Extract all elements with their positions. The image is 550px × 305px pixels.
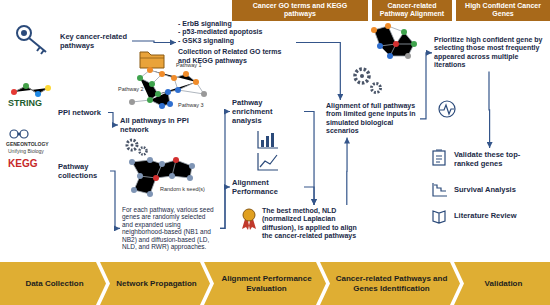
node-text: Network Propagation [116,279,196,288]
node-text: Pathway collections [58,162,108,180]
stage-chevron: Validation [454,262,550,305]
result-text: The best method, NLD (normalized Laplaci… [238,205,366,243]
validation-item: Literature Review [452,209,546,222]
chevron-fill [204,262,326,305]
pathway-tag: Pathway 3 [178,102,204,108]
clipboard-icon [433,150,445,165]
node-text: - p53-mediated apoptosis [178,28,294,36]
node-text: Cancer GO terms and KEGG pathways [236,2,364,19]
stage-chevron: Cancer-related Pathways and Genes Identi… [320,262,460,305]
pathway-tag: Pathway 2 [118,86,144,92]
award-icon [242,209,256,230]
node-text: PPI network [58,108,106,117]
node-text: Alignment Performance Evaluation [219,274,314,292]
folder-icon [140,52,164,68]
aligned-network [371,23,417,59]
flow-arrow [108,113,118,126]
node-text: Data Collection [25,279,83,288]
node-text: Cancer-related Pathways and Genes Identi… [335,274,448,292]
phase-header: High Confident Cancer Genes [456,0,550,21]
phase-header: Cancer-related Pathway Alignment [372,0,452,21]
node-text: Validation [485,279,523,288]
logo-subtext: Unifying Biology [8,149,44,155]
flow-arrow [304,187,314,205]
flow-arrow [346,138,347,205]
logo-text: STRING [8,99,42,109]
performance-icon [258,153,278,170]
step-label: Pathway enrichment analysis [230,96,304,127]
node-text: Cancer-related Pathway Alignment [376,2,448,19]
flow-arrow [420,53,432,119]
logo-text: GENEONTOLOGY [6,142,49,148]
node-text: Validate these top-ranked genes [454,150,544,168]
step-text: Alignment of full pathways from limited … [324,100,420,138]
node-text: For each pathway, various seed genes are… [122,206,218,251]
pathway-tag: Pathway 1 [176,62,202,68]
node-text: Alignment of full pathways from limited … [326,102,418,136]
chevron-fill [320,262,460,305]
validation-item: Survival Analysis [452,183,546,196]
node-text: The best method, NLD (normalized Laplaci… [262,207,364,241]
node-text: - GSK3 signaling [178,37,294,45]
key-icon [17,26,46,54]
node-text: Survival Analysis [454,185,544,194]
phase-header: Cancer GO terms and KEGG pathways [232,0,368,21]
go-logo [10,130,28,138]
step-label: Key cancer-related pathways [58,30,132,52]
flow-arrow [296,42,340,100]
node-text: Alignment Performance [232,178,302,196]
flow-arrow [220,112,230,229]
flow-arrow [488,72,490,148]
node-text: High Confident Cancer Genes [460,2,546,19]
node-text: Literature Review [454,211,544,220]
chevron-fill [0,262,106,305]
method-text: For each pathway, various seed genes are… [120,204,220,253]
step-text: Prioritize high confident gene by select… [432,34,546,72]
seed-tag: Random k seed(s) [160,186,205,192]
pathway-list: - ErbB signaling- p53-mediated apoptosis… [176,18,296,67]
flow-arrow [132,41,176,42]
node-text: Key cancer-related pathways [60,32,130,50]
chevron-fill [454,262,550,305]
node-text: Pathway enrichment analysis [232,98,302,125]
source-label: Pathway collections [56,160,110,182]
survival-icon [433,183,447,196]
logo-text: KEGG [8,158,37,169]
chevron-fill [100,262,210,305]
flow-arrow [110,171,120,228]
gears-icon [127,140,147,155]
network-label: All pathways in PPI network [118,114,210,136]
string-logo [11,83,51,97]
stage-chevron: Alignment Performance Evaluation [204,262,326,305]
stage-chevron: Data Collection [0,262,106,305]
source-label: PPI network [56,106,108,119]
flow-arrow [304,112,314,206]
step-label: Alignment Performance [230,176,304,198]
flow-arrow [220,187,230,228]
node-text: Prioritize high confident gene by select… [434,36,544,70]
validation-label: Validate these top-ranked genes [452,148,546,170]
prioritize-icon [439,101,455,117]
node-text: - ErbB signaling [178,20,294,28]
book-icon [433,211,445,223]
enrichment-icon [258,131,278,148]
node-text: All pathways in PPI network [120,116,208,134]
stage-chevron: Network Propagation [100,262,210,305]
alignment-gears [355,69,381,93]
